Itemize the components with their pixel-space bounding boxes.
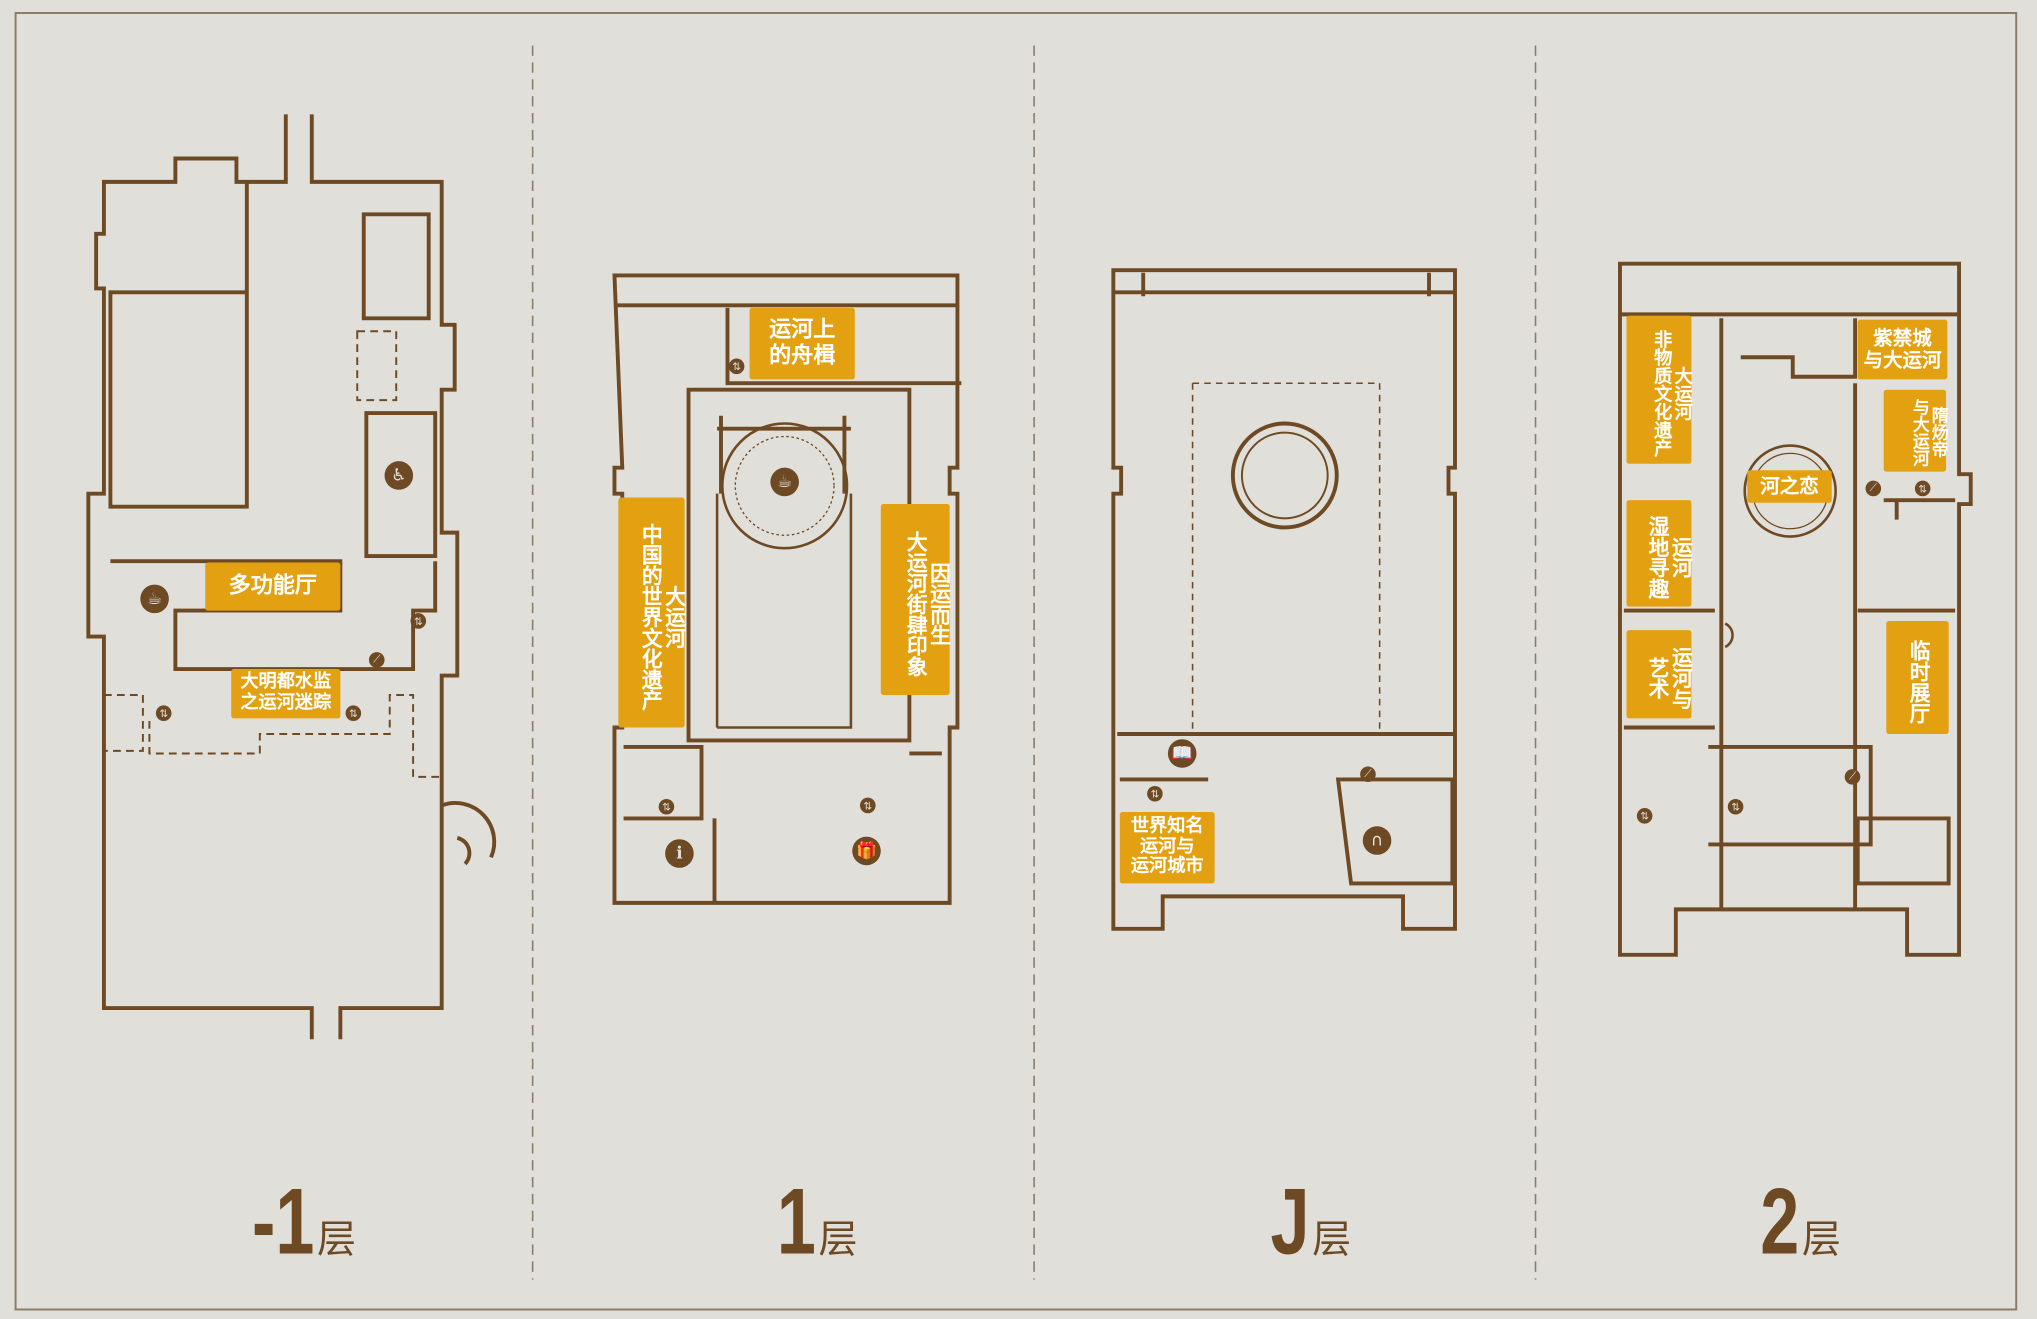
elevator-icon: ⇅ — [345, 705, 362, 722]
info-icon: ℹ — [665, 839, 694, 868]
elevator-icon: ⇅ — [1914, 480, 1931, 497]
stairs-icon: ⟋ — [368, 652, 385, 668]
room-sui-emperor[interactable]: 隋炀帝 与大运河 — [1883, 389, 1947, 472]
theater-icon: ∩ — [1362, 826, 1392, 855]
floor-1-plan — [612, 273, 962, 905]
floor-2-plan — [1618, 261, 1973, 957]
stairs-icon: ⟋ — [1844, 769, 1861, 785]
room-world-heritage[interactable]: 大运河 中国的世界文化遗产 — [618, 497, 686, 728]
room-wetland[interactable]: 运河 湿地寻趣 — [1626, 500, 1693, 607]
restroom-icon: ♿ — [384, 461, 414, 490]
room-river-love[interactable]: 河之恋 — [1747, 470, 1832, 503]
elevator-icon: ⇅ — [1636, 808, 1653, 824]
room-canal-art[interactable]: 运河与 艺术 — [1626, 630, 1693, 719]
elevator-icon: ⇅ — [1727, 798, 1744, 815]
room-intangible-heritage[interactable]: 大运河 非物质文化遗产 — [1626, 315, 1693, 464]
cafe-icon: ☕ — [770, 467, 799, 497]
room-multifunction-hall[interactable]: 多功能厅 — [205, 562, 341, 611]
room-canal-boats[interactable]: 运河上 的舟楫 — [749, 307, 855, 380]
floor-minus1-plan — [86, 114, 497, 1040]
elevator-icon: ⇅ — [1147, 785, 1163, 802]
elevator-icon: ⇅ — [410, 613, 427, 629]
room-ming-waterway-exhibit[interactable]: 大明都水监 之运河迷踪 — [231, 669, 341, 719]
elevator-icon: ⇅ — [658, 798, 675, 815]
stairs-icon: ⟋ — [1865, 480, 1882, 497]
room-temporary-exhibition[interactable]: 临时展厅 — [1886, 620, 1949, 734]
stairs-icon: ⟋ — [1360, 766, 1376, 783]
map-frame — [14, 12, 2018, 1311]
elevator-icon: ⇅ — [728, 358, 745, 375]
floor-dividers — [531, 45, 1537, 1280]
shop-icon: 🎁 — [852, 836, 881, 866]
room-world-canals-cities[interactable]: 世界知名 运河与 运河城市 — [1119, 811, 1215, 884]
room-forbidden-city[interactable]: 紫禁城 与大运河 — [1857, 319, 1948, 380]
book-icon: 📖 — [1167, 739, 1197, 768]
elevator-icon: ⇅ — [860, 797, 876, 814]
tea-icon: ☕ — [140, 584, 169, 614]
elevator-icon: ⇅ — [155, 705, 172, 722]
room-canal-street-impressions[interactable]: 因运而生 大运河街肆印象 — [880, 504, 951, 696]
